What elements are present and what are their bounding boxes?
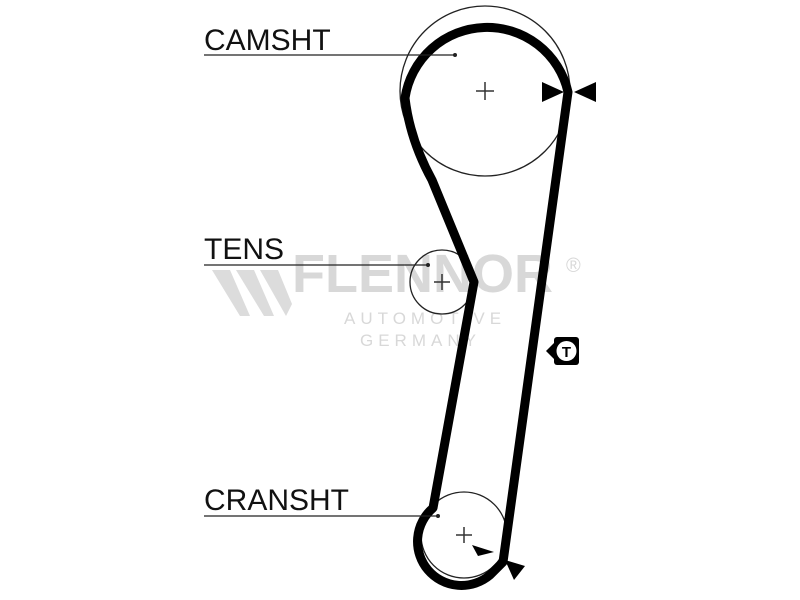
- watermark-brand: FLENNOR: [292, 244, 553, 304]
- crankshaft-timing-mark-icon: [472, 545, 525, 580]
- tension-mark-icon: T: [546, 337, 579, 365]
- crankshaft-center-icon: [456, 527, 472, 543]
- watermark: FLENNOR ® AUTOMOTIVE GERMANY: [212, 244, 581, 350]
- watermark-registered: ®: [566, 255, 581, 277]
- tensioner-leader: [204, 263, 430, 267]
- tension-mark-symbol: T: [562, 344, 571, 361]
- timing-belt: [400, 22, 573, 590]
- camshaft-label: CAMSHT: [204, 24, 331, 57]
- crankshaft-leader: [204, 514, 440, 518]
- camshaft-center-icon: [476, 82, 494, 100]
- tensioner-center-icon: [434, 274, 450, 290]
- camshaft-leader: [204, 53, 457, 57]
- camshaft-timing-mark-icon: [542, 82, 596, 102]
- tensioner-label: TENS: [204, 233, 284, 266]
- watermark-logo-icon: [212, 270, 292, 316]
- watermark-line2: GERMANY: [360, 331, 481, 350]
- crankshaft-label: CRANSHT: [204, 484, 349, 517]
- watermark-line1: AUTOMOTIVE: [344, 309, 506, 328]
